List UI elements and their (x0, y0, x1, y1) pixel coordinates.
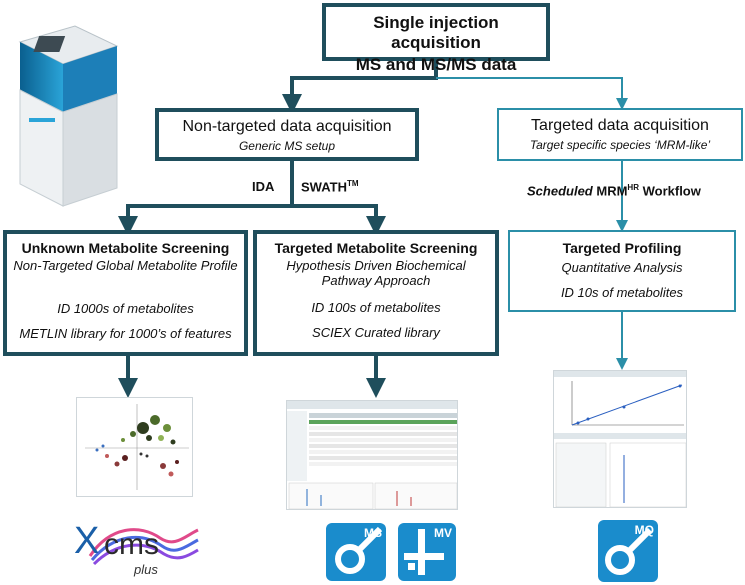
targeted-profiling-box: Targeted Profiling Quantitative Analysis… (508, 230, 736, 312)
scheduled-mrm-label: Scheduled MRMHR Workflow (527, 183, 701, 199)
targeted-metabolite-screening-box: Targeted Metabolite Screening Hypothesis… (253, 230, 499, 356)
xcms-plus-text: plus (134, 562, 158, 577)
mq-software-logo: MQ (598, 520, 658, 582)
metabolite-bubble-plot-thumbnail (76, 397, 193, 497)
mv-logo-text: MV (434, 526, 452, 540)
non-targeted-subtitle: Generic MS setup (238, 139, 336, 153)
mass-spectrometer-image (18, 25, 119, 207)
mv-software-logo: MV (398, 523, 456, 581)
top-box-line1: Single injection acquisition (373, 13, 499, 52)
top-box-line2: MS and MS/MS data (355, 55, 517, 74)
unknown-line2: METLIN library for 1000’s of features (19, 326, 232, 341)
targeted-screen-line2: SCIEX Curated library (312, 325, 440, 340)
xcms-text: cms (104, 528, 159, 561)
unknown-metabolite-screening-box: Unknown Metabolite Screening Non-Targete… (3, 230, 248, 356)
swath-label: SWATHTM (301, 179, 359, 195)
unknown-line1: ID 1000s of metabolites (57, 301, 194, 316)
unknown-title: Unknown Metabolite Screening (21, 240, 230, 256)
non-targeted-acquisition-box: Non-targeted data acquisition Generic MS… (155, 108, 419, 161)
ida-label: IDA (252, 179, 275, 194)
xcms-x: X (74, 520, 100, 562)
targeted-screen-subtitle: Hypothesis Driven Biochemical Pathway Ap… (286, 258, 466, 288)
targeted-title: Targeted data acquisition (531, 117, 709, 134)
quantitation-software-thumbnail (553, 370, 687, 508)
mq-logo-text: MQ (634, 523, 654, 537)
single-injection-box: Single injection acquisition MS and MS/M… (322, 3, 550, 74)
xcms-plus-logo: X cms plus (70, 516, 200, 580)
profiling-title: Targeted Profiling (562, 240, 682, 256)
unknown-subtitle: Non-Targeted Global Metabolite Profile (13, 258, 238, 273)
targeted-screening-software-thumbnail (286, 400, 458, 510)
targeted-subtitle: Target specific species ‘MRM-like’ (529, 138, 711, 152)
targeted-acquisition-box: Targeted data acquisition Target specifi… (497, 108, 743, 161)
profiling-line1: ID 10s of metabolites (560, 285, 684, 300)
non-targeted-title: Non-targeted data acquisition (182, 118, 392, 135)
targeted-screen-line1: ID 100s of metabolites (311, 300, 441, 315)
ms-software-logo: MS (326, 523, 386, 581)
ms-logo-text: MS (364, 526, 382, 540)
profiling-subtitle: Quantitative Analysis (561, 260, 683, 275)
targeted-screen-title: Targeted Metabolite Screening (274, 240, 478, 256)
